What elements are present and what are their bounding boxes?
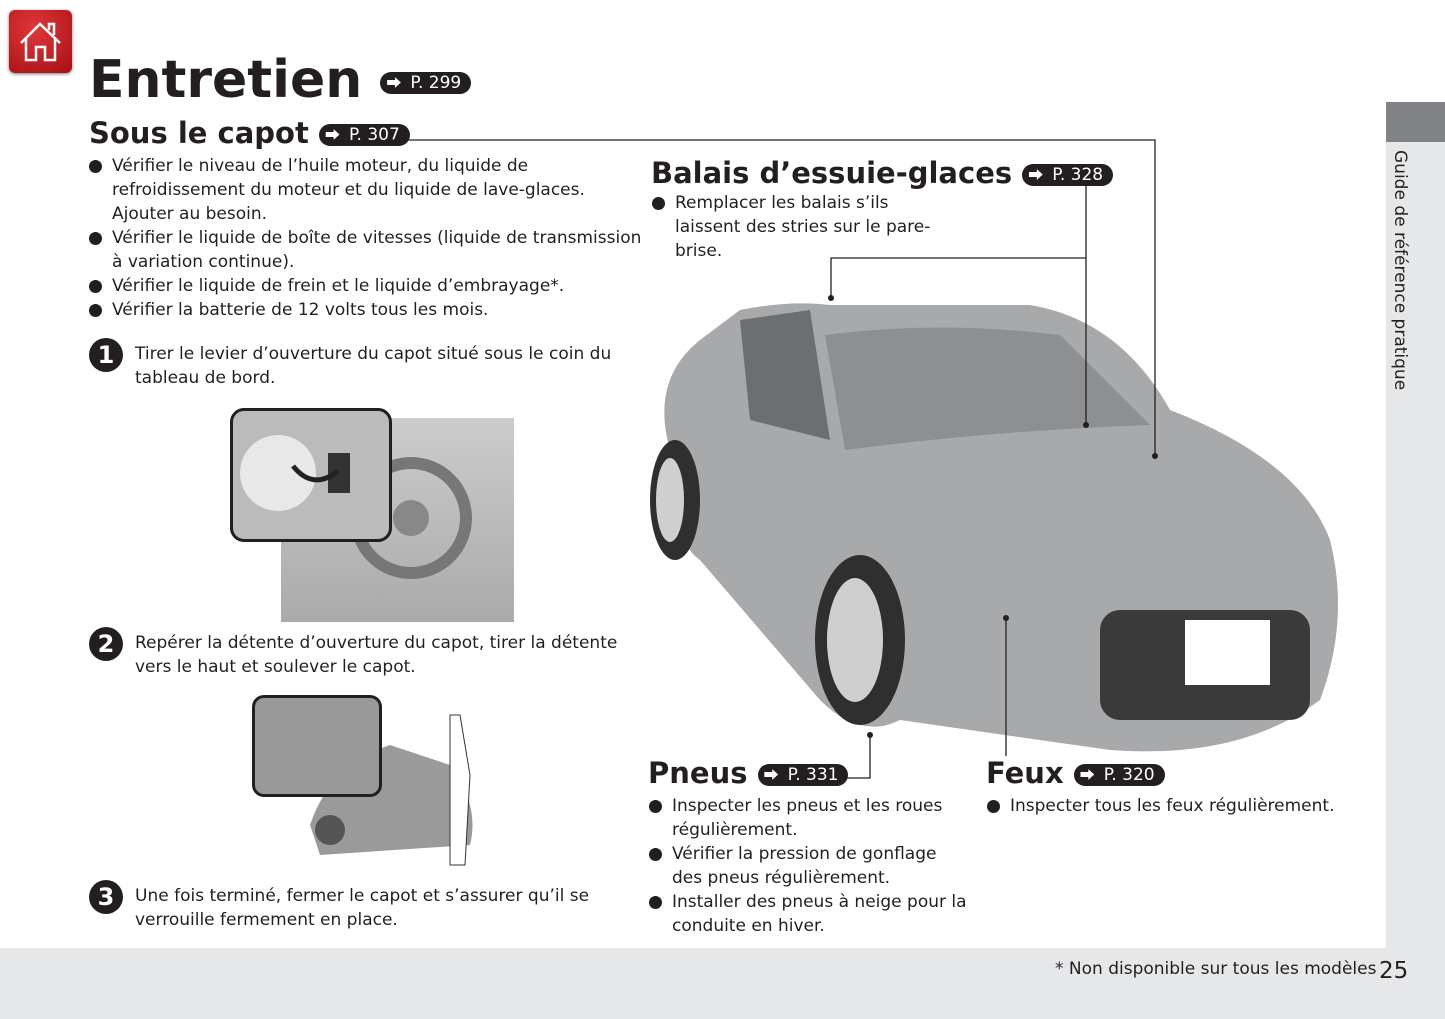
section-feux-heading: Feux ⮕P. 320: [986, 756, 1165, 790]
home-icon: [20, 22, 61, 62]
ref-link-balais[interactable]: ⮕P. 328: [1022, 164, 1114, 186]
side-tab-label: Guide de référence pratique: [1390, 150, 1410, 391]
footnote: * Non disponible sur tous les modèles: [1055, 959, 1377, 979]
list-item: Inspecter les pneus et les roues réguliè…: [649, 794, 969, 842]
home-button[interactable]: [9, 10, 72, 73]
pneus-list: Inspecter les pneus et les roues réguliè…: [649, 794, 969, 938]
step-number: 3: [89, 880, 123, 914]
list-item: Vérifier la batterie de 12 volts tous le…: [89, 298, 644, 322]
list-item: Vérifier le niveau de l’huile moteur, du…: [89, 154, 644, 226]
step-2: 2 Repérer la détente d’ouverture du capot…: [89, 627, 639, 679]
section-sous-capot-heading: Sous le capot ⮕P. 307: [89, 116, 410, 150]
step-text: Une fois terminé, fermer le capot et s’a…: [135, 886, 590, 930]
side-tab-marker: [1386, 102, 1445, 142]
step-number: 1: [89, 338, 123, 372]
step-text: Repérer la détente d’ouverture du capot,…: [135, 633, 618, 677]
list-item: Vérifier la pression de gonflage des pne…: [649, 842, 969, 890]
ref-link-feux[interactable]: ⮕P. 320: [1073, 764, 1165, 786]
list-item: Inspecter tous les feux régulièrement.: [987, 794, 1367, 818]
side-tab[interactable]: [1386, 102, 1445, 948]
footer: [0, 948, 1445, 1019]
list-item: Remplacer les balais s’ils laissent des …: [652, 191, 952, 263]
page-title: Entretien ⮕P. 299: [89, 50, 472, 110]
car-illustration: [650, 303, 1338, 752]
arrow-icon: ⮕: [386, 74, 402, 92]
hood-latch-callout: [252, 695, 382, 797]
arrow-icon: ⮕: [1079, 766, 1095, 784]
step-1: 1 Tirer le levier d’ouverture du capot si…: [89, 338, 639, 390]
ref-link-pneus[interactable]: ⮕P. 331: [757, 764, 849, 786]
step-number: 2: [89, 627, 123, 661]
feux-list: Inspecter tous les feux régulièrement.: [987, 794, 1367, 818]
sous-capot-list: Vérifier le niveau de l’huile moteur, du…: [89, 154, 644, 322]
list-item: Installer des pneus à neige pour la cond…: [649, 890, 969, 938]
arrow-icon: ⮕: [324, 126, 340, 144]
step-text: Tirer le levier d’ouverture du capot sit…: [135, 344, 612, 388]
step-3: 3 Une fois terminé, fermer le capot et s’…: [89, 880, 639, 932]
hood-lever-callout: [230, 408, 392, 542]
page-ref-link[interactable]: ⮕P. 299: [380, 72, 472, 94]
lever-arrow-icon: [240, 435, 350, 511]
arrow-icon: ⮕: [763, 766, 779, 784]
balais-list: Remplacer les balais s’ils laissent des …: [652, 191, 952, 263]
section-balais-heading: Balais d’essuie-glaces ⮕P. 328: [651, 156, 1114, 190]
list-item: Vérifier le liquide de boîte de vitesses…: [89, 226, 644, 274]
arrow-icon: ⮕: [1028, 166, 1044, 184]
page-number: 25: [1379, 958, 1409, 984]
list-item: Vérifier le liquide de frein et le liqui…: [89, 274, 644, 298]
section-pneus-heading: Pneus ⮕P. 331: [648, 756, 849, 790]
